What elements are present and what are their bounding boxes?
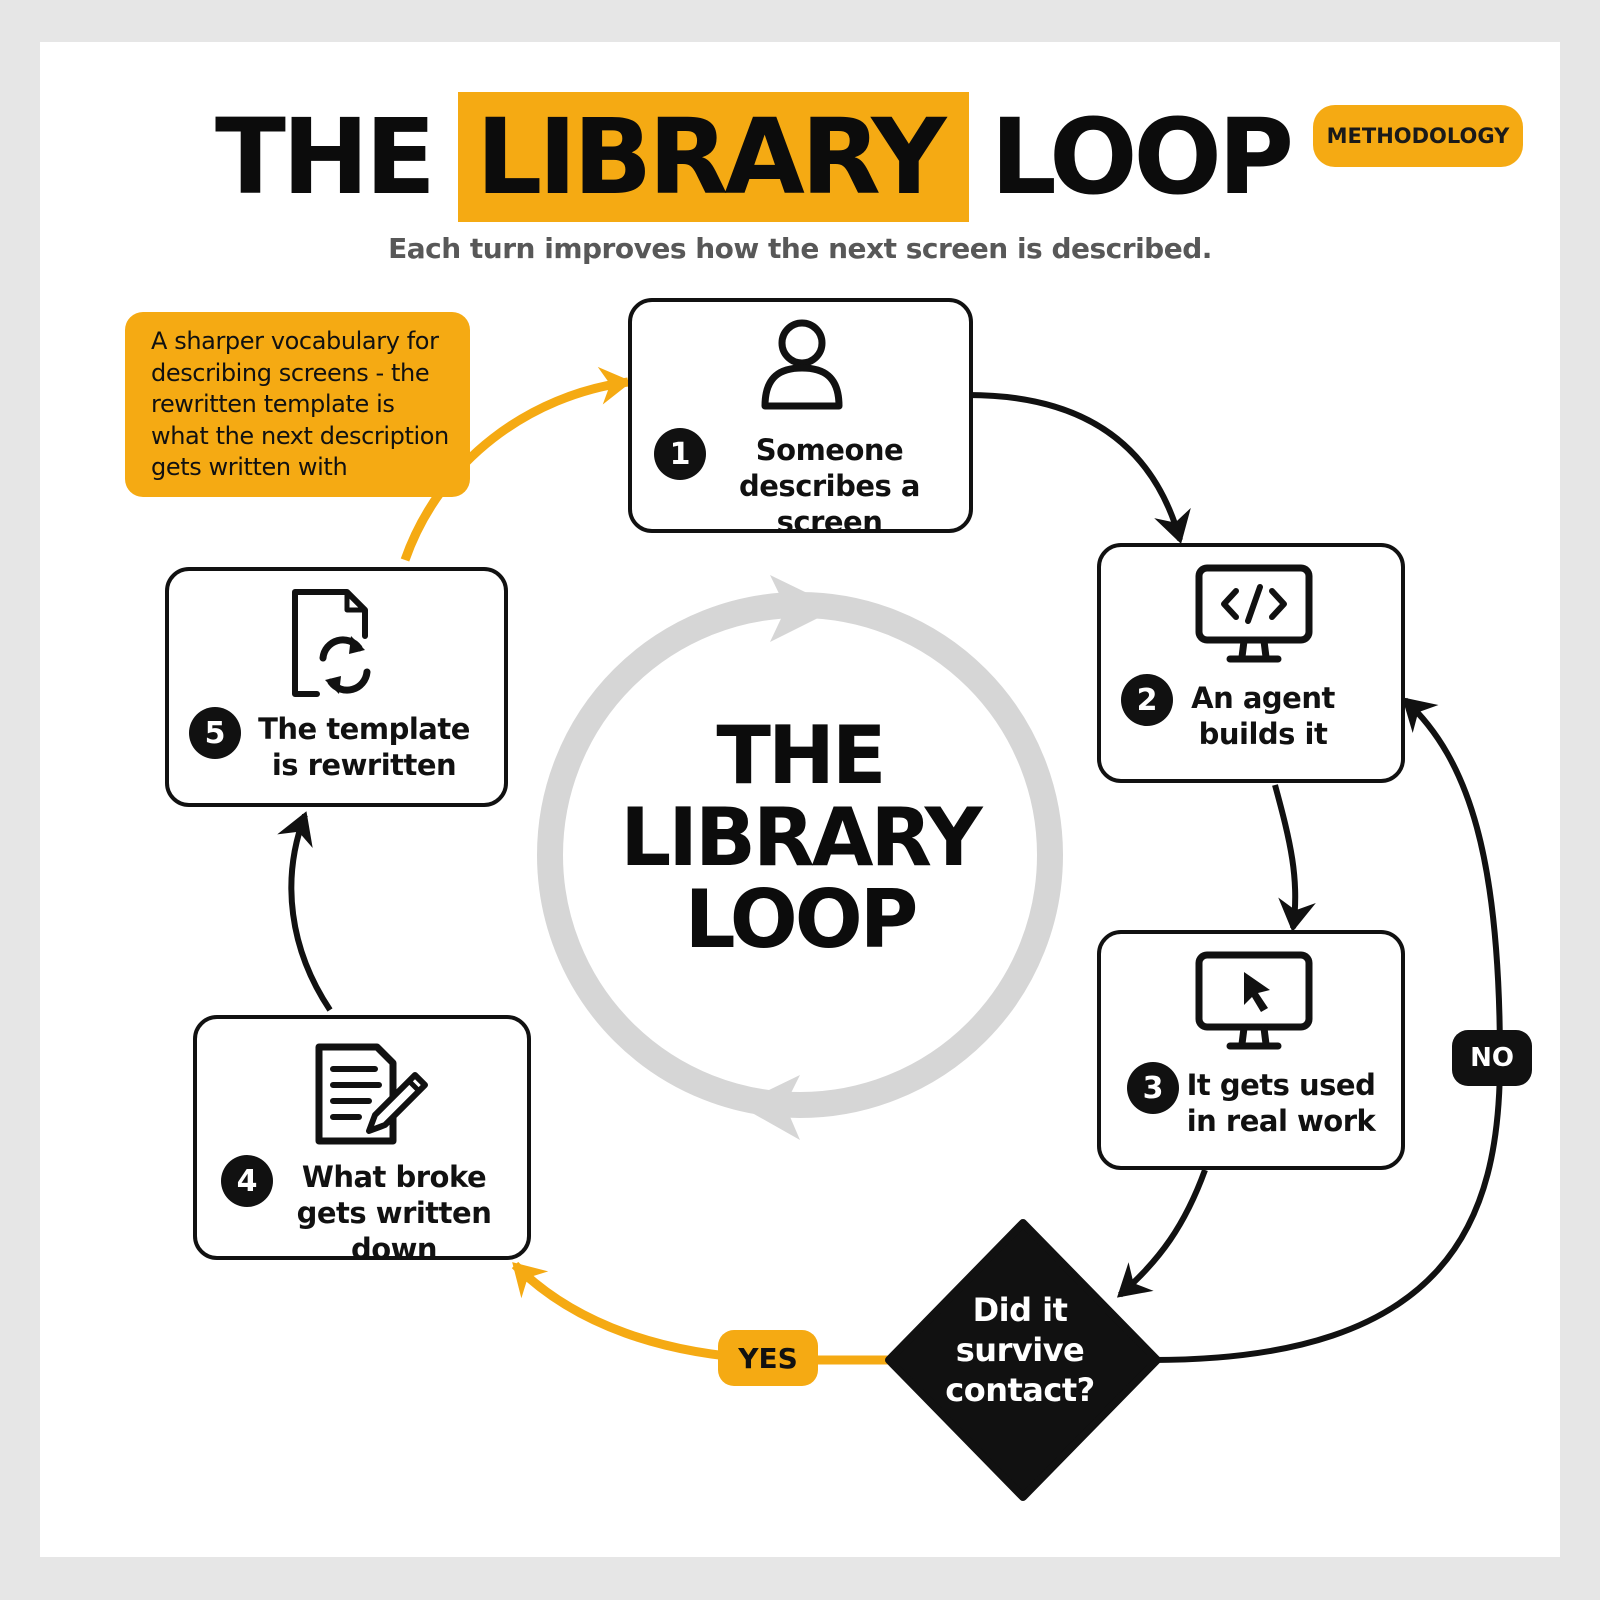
monitor-code-icon xyxy=(1195,564,1313,663)
person-icon xyxy=(761,319,843,410)
document-pencil-icon xyxy=(315,1043,428,1145)
step-4-number: 4 xyxy=(221,1155,273,1207)
decision-label: Did it survive contact? xyxy=(945,1291,1095,1409)
step-5-number: 5 xyxy=(189,707,241,759)
ring-arrowhead-bottom xyxy=(738,1075,800,1140)
connector-2-to-3 xyxy=(1272,784,1316,932)
yes-label: YES xyxy=(718,1330,818,1386)
page-subtitle: Each turn improves how the next screen i… xyxy=(388,232,1212,265)
monitor-cursor-icon xyxy=(1195,951,1313,1050)
no-label: NO xyxy=(1452,1030,1532,1086)
connector-5-to-1 xyxy=(400,366,632,562)
step-1-number: 1 xyxy=(654,428,706,480)
title-part-2: LOOP xyxy=(990,96,1295,218)
connector-yes-to-4 xyxy=(511,1261,900,1365)
decision-diamond xyxy=(885,1219,1161,1501)
center-title: THE LIBRARY LOOP xyxy=(620,709,982,966)
connector-1-to-2 xyxy=(967,392,1191,544)
page-title: THE LIBRARY LOOP xyxy=(215,92,1295,222)
connector-4-to-5 xyxy=(277,811,333,1012)
step-3-number: 3 xyxy=(1127,1062,1179,1114)
ring-arrowhead-top xyxy=(770,575,838,642)
methodology-badge: METHODOLOGY xyxy=(1313,105,1523,167)
document-refresh-icon xyxy=(292,589,371,697)
step-2-number: 2 xyxy=(1121,674,1173,726)
connector-no-loop xyxy=(1152,697,1504,1363)
title-part-1: THE xyxy=(215,96,436,218)
center-ring xyxy=(537,575,1063,1140)
callout-note: A sharper vocabulary for describing scre… xyxy=(125,312,470,497)
connector-3-to-decision xyxy=(1116,1168,1208,1298)
title-highlight: LIBRARY xyxy=(458,92,969,222)
